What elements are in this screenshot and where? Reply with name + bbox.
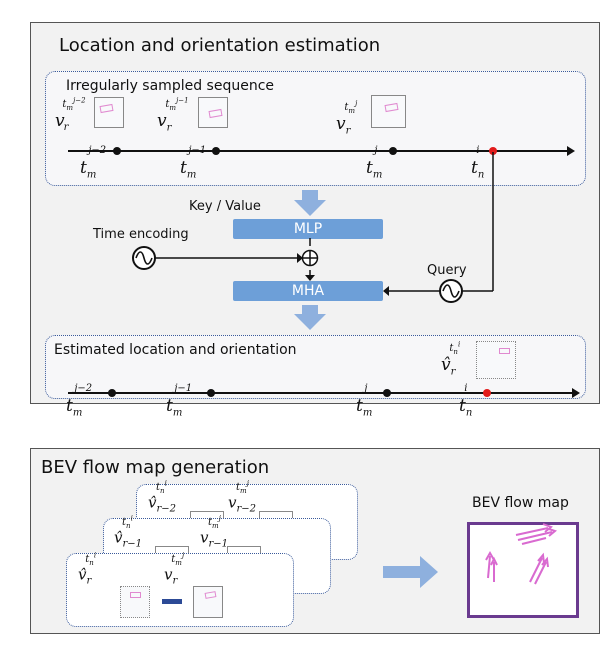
group-title: Estimated location and orientation: [54, 342, 297, 358]
sampled-sequence-group: Irregularly sampled sequence: [45, 71, 586, 186]
t-label: tmj: [366, 145, 383, 181]
v-hat-label: v̂rtni: [78, 552, 97, 587]
sine-wave-icon: [132, 246, 156, 270]
key-value-label: Key / Value: [189, 199, 261, 214]
v-hat-label: v̂rtni: [441, 341, 461, 378]
v-label: vr−1tmj: [200, 515, 229, 550]
sample-dot: [113, 147, 121, 155]
observed-frame: [193, 586, 223, 618]
t-label: tmj−2: [80, 145, 107, 181]
v-label: vrtmj: [164, 552, 185, 587]
v-hat-label: v̂r−2tni: [148, 480, 177, 515]
sample-dot: [383, 389, 391, 397]
panel-title: Location and orientation estimation: [59, 35, 381, 56]
sample-dot: [212, 147, 220, 155]
time-encoding-label: Time encoding: [93, 227, 189, 242]
mini-frame: [259, 511, 293, 518]
block-arrow-icon: [294, 190, 326, 216]
mini-frame: [227, 546, 261, 553]
group-title: Irregularly sampled sequence: [66, 78, 275, 94]
frame-j-1: [198, 97, 228, 128]
mha-block: MHA: [233, 281, 383, 301]
time-axis: [68, 146, 575, 156]
query-dot: [489, 147, 497, 155]
block-arrow-icon: [294, 305, 326, 330]
minus-icon: [162, 599, 182, 604]
location-orientation-panel: Location and orientation estimation Irre…: [30, 22, 600, 404]
estimated-frame: [120, 586, 150, 618]
v-label: vrtmj−1: [157, 97, 189, 134]
t-label: tmj−1: [166, 383, 193, 419]
panel-title: BEV flow map generation: [41, 457, 270, 478]
estimated-group: Estimated location and orientation: [45, 335, 586, 399]
v-label: vrtmj: [336, 100, 358, 137]
connector-lines: [132, 152, 494, 330]
sample-dot: [389, 147, 397, 155]
t-label: tni: [471, 145, 485, 181]
bev-flow-map: [467, 522, 579, 618]
t-label: tmj: [356, 383, 373, 419]
t-label: tni: [459, 383, 473, 419]
estimated-frame: [476, 341, 516, 379]
circle-plus-icon: [301, 249, 319, 267]
sample-dot: [108, 389, 116, 397]
mini-frame: [190, 511, 224, 518]
v-label: vrtmj−2: [55, 97, 86, 134]
frame-j: [371, 95, 406, 128]
time-axis: [68, 388, 580, 398]
bev-map-title: BEV flow map: [472, 495, 569, 511]
v-label: vr−2tmj: [228, 480, 257, 515]
sample-dot: [207, 389, 215, 397]
frame-card: [66, 553, 294, 627]
sine-wave-icon: [439, 279, 463, 303]
query-dot: [483, 389, 491, 397]
query-label: Query: [427, 263, 467, 278]
v-hat-label: v̂r−1tni: [114, 515, 143, 550]
mini-frame: [155, 546, 189, 553]
t-label: tmj−1: [180, 145, 207, 181]
frame-j-2: [94, 97, 124, 128]
mlp-block: MLP: [233, 219, 383, 239]
t-label: tmj−2: [66, 383, 93, 419]
